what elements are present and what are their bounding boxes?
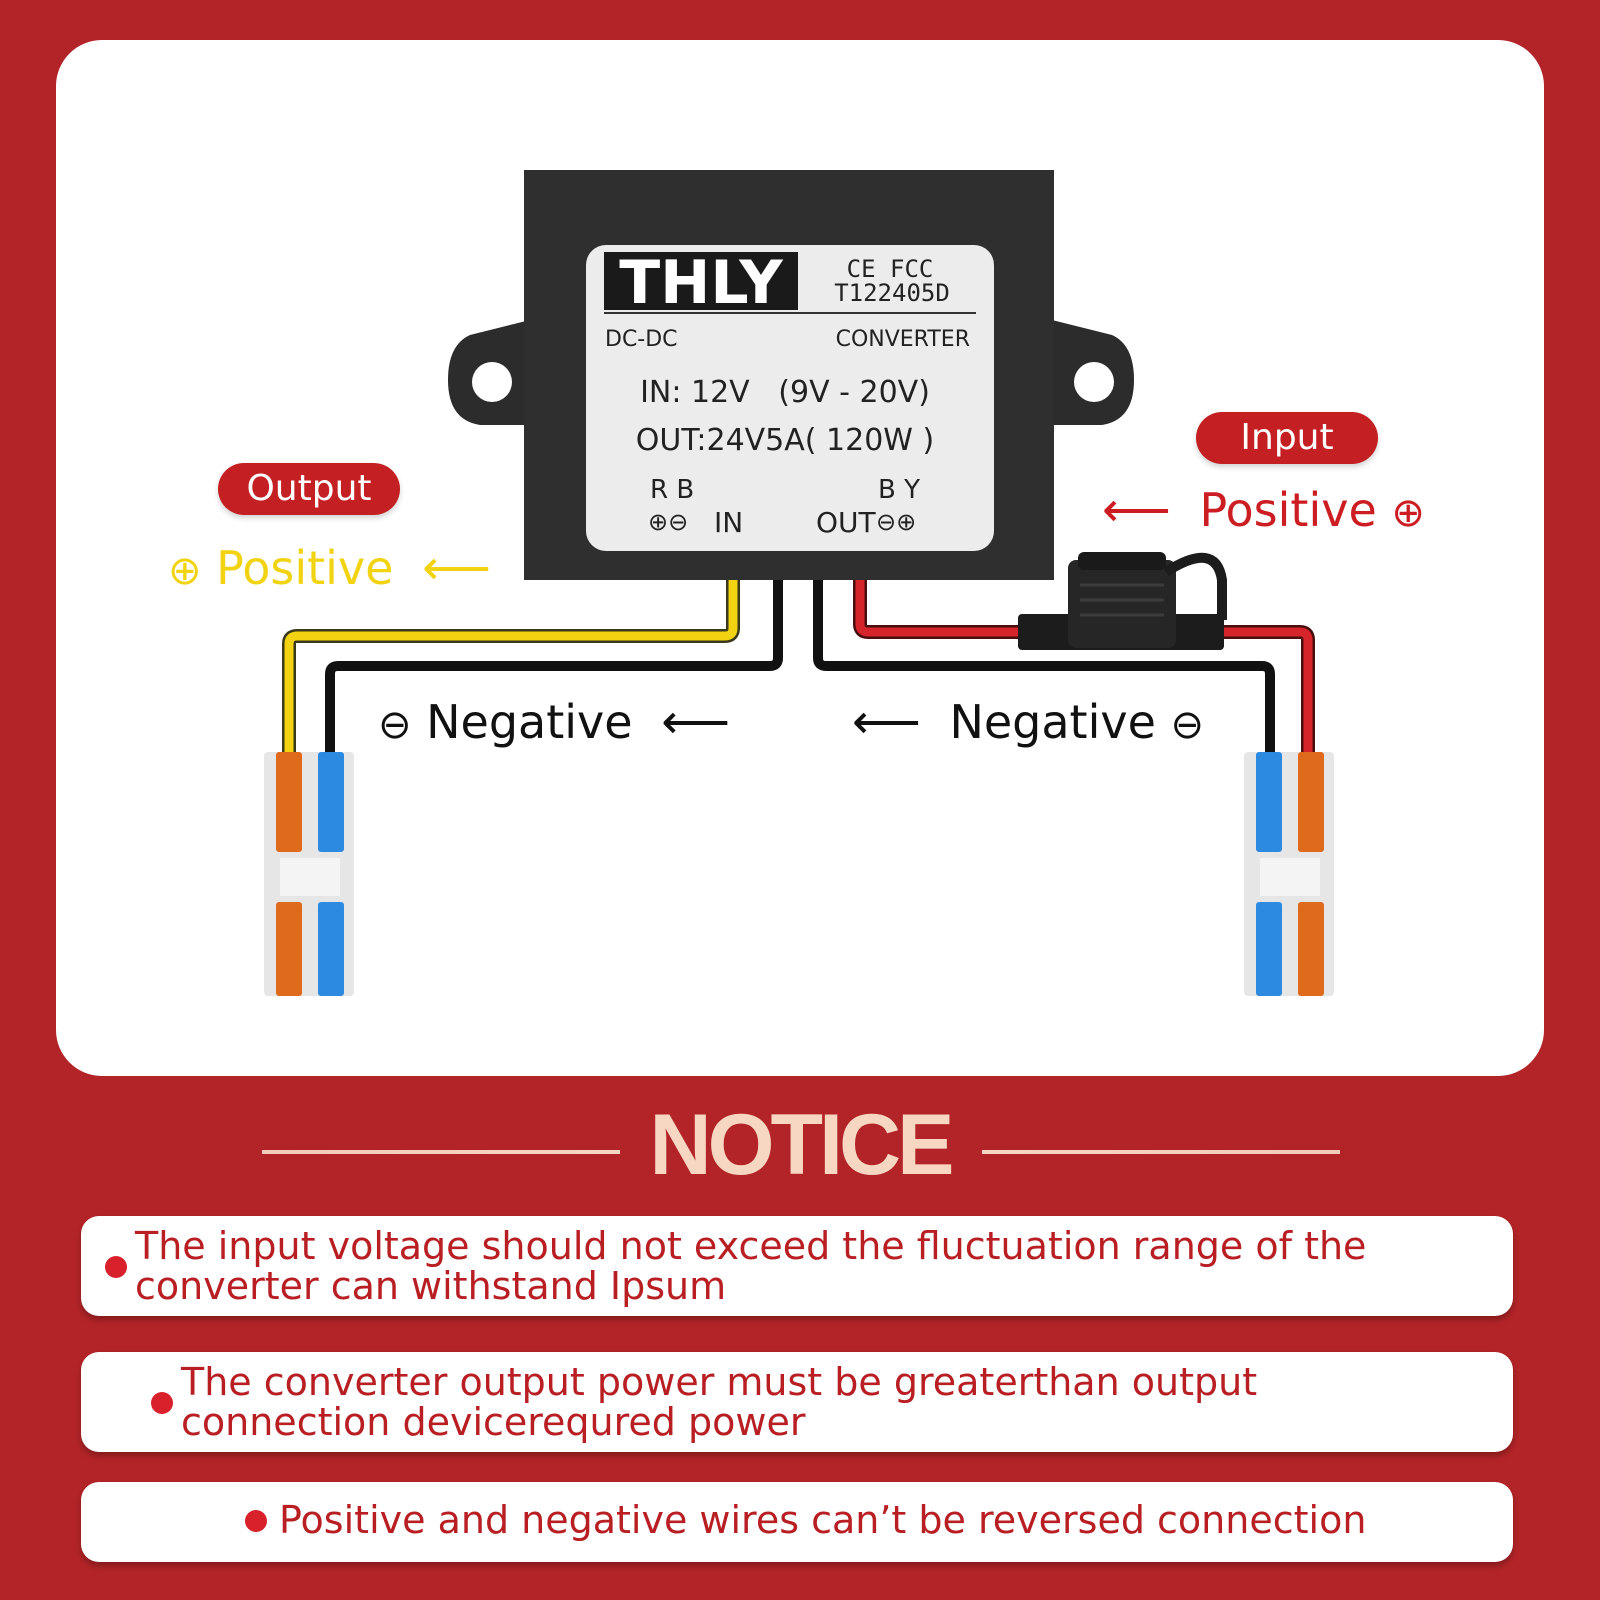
brand-name: THLY xyxy=(619,248,784,318)
input-pill: Input xyxy=(1196,412,1378,464)
bullet-dot-icon xyxy=(105,1256,127,1278)
terminal-left-polarity: ⊕⊖ xyxy=(648,508,688,536)
input-spec: IN: 12V (9V - 20V) xyxy=(640,375,930,410)
input-pill-text: Input xyxy=(1240,417,1334,458)
certifications: CE FCC xyxy=(847,255,934,283)
positive-symbol-icon: ⊕ xyxy=(1391,490,1425,536)
notice-item: The converter output power must be great… xyxy=(81,1352,1513,1452)
terminal-right-polarity: ⊖⊕ xyxy=(876,508,916,536)
terminal-right-colors: B Y xyxy=(878,475,920,505)
converter-label-plate xyxy=(586,245,994,551)
brand-block xyxy=(604,252,798,310)
negative-symbol-icon: ⊖ xyxy=(378,702,412,748)
input-negative-label: ⟵ Negative ⊖ xyxy=(852,694,1204,750)
notice-item: Positive and negative wires can’t be rev… xyxy=(81,1482,1513,1562)
input-positive-label: ⟵ Positive ⊕ xyxy=(1102,482,1425,538)
model-number: T122405D xyxy=(834,279,950,307)
type-left: DC-DC xyxy=(605,327,678,352)
terminal-right-io: OUT xyxy=(816,506,877,539)
input-lever-connector xyxy=(1244,752,1334,996)
notice-title: NOTICE xyxy=(649,1097,955,1193)
left-arrow-icon: ⟵ xyxy=(1102,482,1171,538)
notice-item-text: Positive and negative wires can’t be rev… xyxy=(279,1498,1367,1542)
output-positive-label: ⊕ Positive ⟵ xyxy=(168,540,491,596)
notice-divider-right xyxy=(982,1150,1340,1154)
type-right: CONVERTER xyxy=(836,327,970,352)
terminal-left-io: IN xyxy=(714,506,743,539)
left-arrow-icon: ⟵ xyxy=(852,694,921,750)
output-negative-label: ⊖ Negative ⟵ xyxy=(378,694,730,750)
negative-symbol-icon: ⊖ xyxy=(1170,702,1205,748)
right-mount-hole xyxy=(1074,362,1114,402)
left-arrow-icon: ⟵ xyxy=(661,694,731,750)
bullet-dot-icon xyxy=(245,1510,267,1532)
output-lever-connector xyxy=(264,752,354,996)
input-negative-wire xyxy=(813,580,1275,760)
input-negative-text: Negative xyxy=(949,695,1156,749)
left-mount-hole xyxy=(472,362,512,402)
inline-fuse-holder xyxy=(1018,552,1227,650)
notice-divider-left xyxy=(262,1150,620,1154)
output-pill: Output xyxy=(218,463,400,515)
notice-item-text: The converter output power must be great… xyxy=(181,1360,1258,1444)
output-spec: OUT:24V5A( 120W ) xyxy=(636,423,934,458)
input-positive-text: Positive xyxy=(1199,483,1377,537)
bullet-dot-icon xyxy=(151,1392,173,1414)
output-positive-text: Positive xyxy=(216,541,394,595)
terminal-left-colors: R B xyxy=(650,475,694,505)
output-negative-text: Negative xyxy=(426,695,633,749)
wiring-diagram: THLY CE FCC T122405D DC-DC CONVERTER IN:… xyxy=(264,170,1334,996)
notice-item-text: The input voltage should not exceed the … xyxy=(135,1224,1367,1308)
notice-item: The input voltage should not exceed the … xyxy=(81,1216,1513,1316)
left-arrow-icon: ⟵ xyxy=(422,540,491,596)
positive-symbol-icon: ⊕ xyxy=(168,548,202,594)
output-pill-text: Output xyxy=(246,468,372,509)
output-negative-wire xyxy=(325,580,783,760)
